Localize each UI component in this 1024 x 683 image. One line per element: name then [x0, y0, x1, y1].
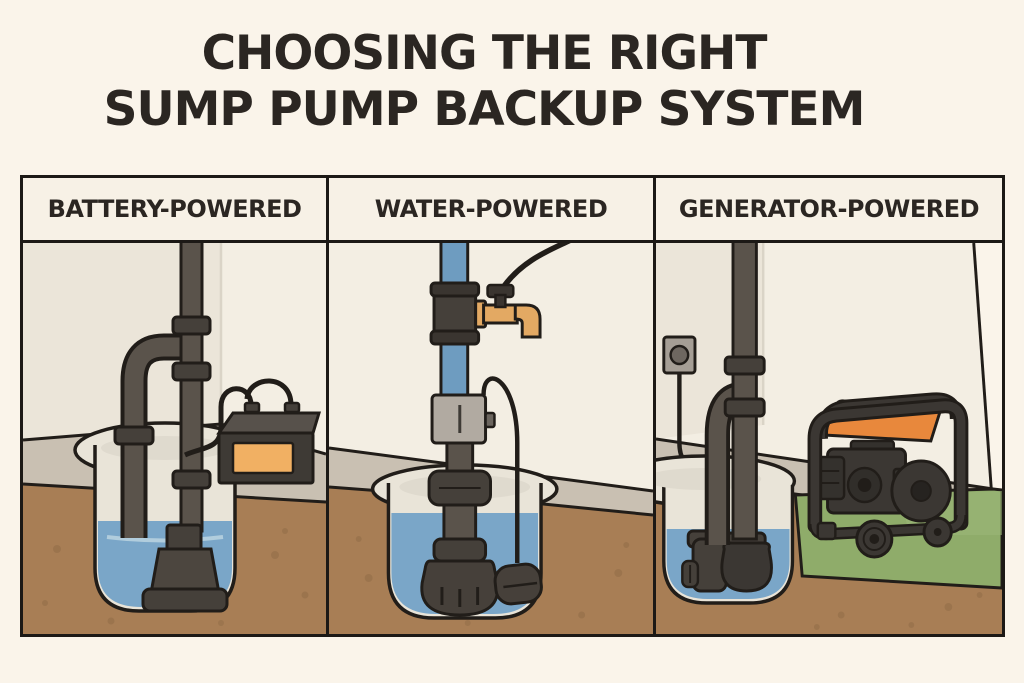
discharge-pipe	[171, 243, 212, 533]
battery-backup-illustration	[23, 243, 326, 634]
panel-generator-header: GENERATOR-POWERED	[656, 178, 1002, 243]
panel-battery-art	[23, 243, 326, 634]
panel-generator: GENERATOR-POWERED	[653, 178, 1002, 634]
backup-battery	[216, 401, 322, 485]
ejector-unit	[430, 393, 496, 445]
comparison-table: BATTERY-POWERED	[20, 175, 1005, 637]
pump-column	[420, 441, 500, 617]
panel-water: WATER-POWERED	[326, 178, 653, 634]
panel-water-header: WATER-POWERED	[329, 178, 653, 243]
panel-generator-art	[656, 243, 1002, 634]
backup-pump-pipe	[113, 333, 185, 538]
hose	[501, 243, 571, 289]
title-line-1: CHOOSING THE RIGHT	[201, 26, 768, 81]
panel-water-art	[329, 243, 653, 634]
primary-pump	[141, 523, 229, 613]
float-switch	[481, 376, 543, 606]
water-powered-backup-illustration	[329, 243, 653, 634]
panel-battery: BATTERY-POWERED	[23, 178, 326, 634]
portable-generator	[807, 392, 969, 559]
page-title: CHOOSING THE RIGHT SUMP PUMP BACKUP SYST…	[0, 26, 1024, 138]
discharge-pipe	[723, 243, 766, 541]
panel-battery-header: BATTERY-POWERED	[23, 178, 326, 243]
tee-fitting	[429, 281, 481, 346]
battery-cables	[183, 378, 294, 458]
power-outlet	[662, 335, 697, 375]
brass-faucet	[474, 283, 542, 339]
title-line-2: SUMP PUMP BACKUP SYSTEM	[103, 82, 866, 137]
generator-backup-illustration	[656, 243, 1002, 634]
